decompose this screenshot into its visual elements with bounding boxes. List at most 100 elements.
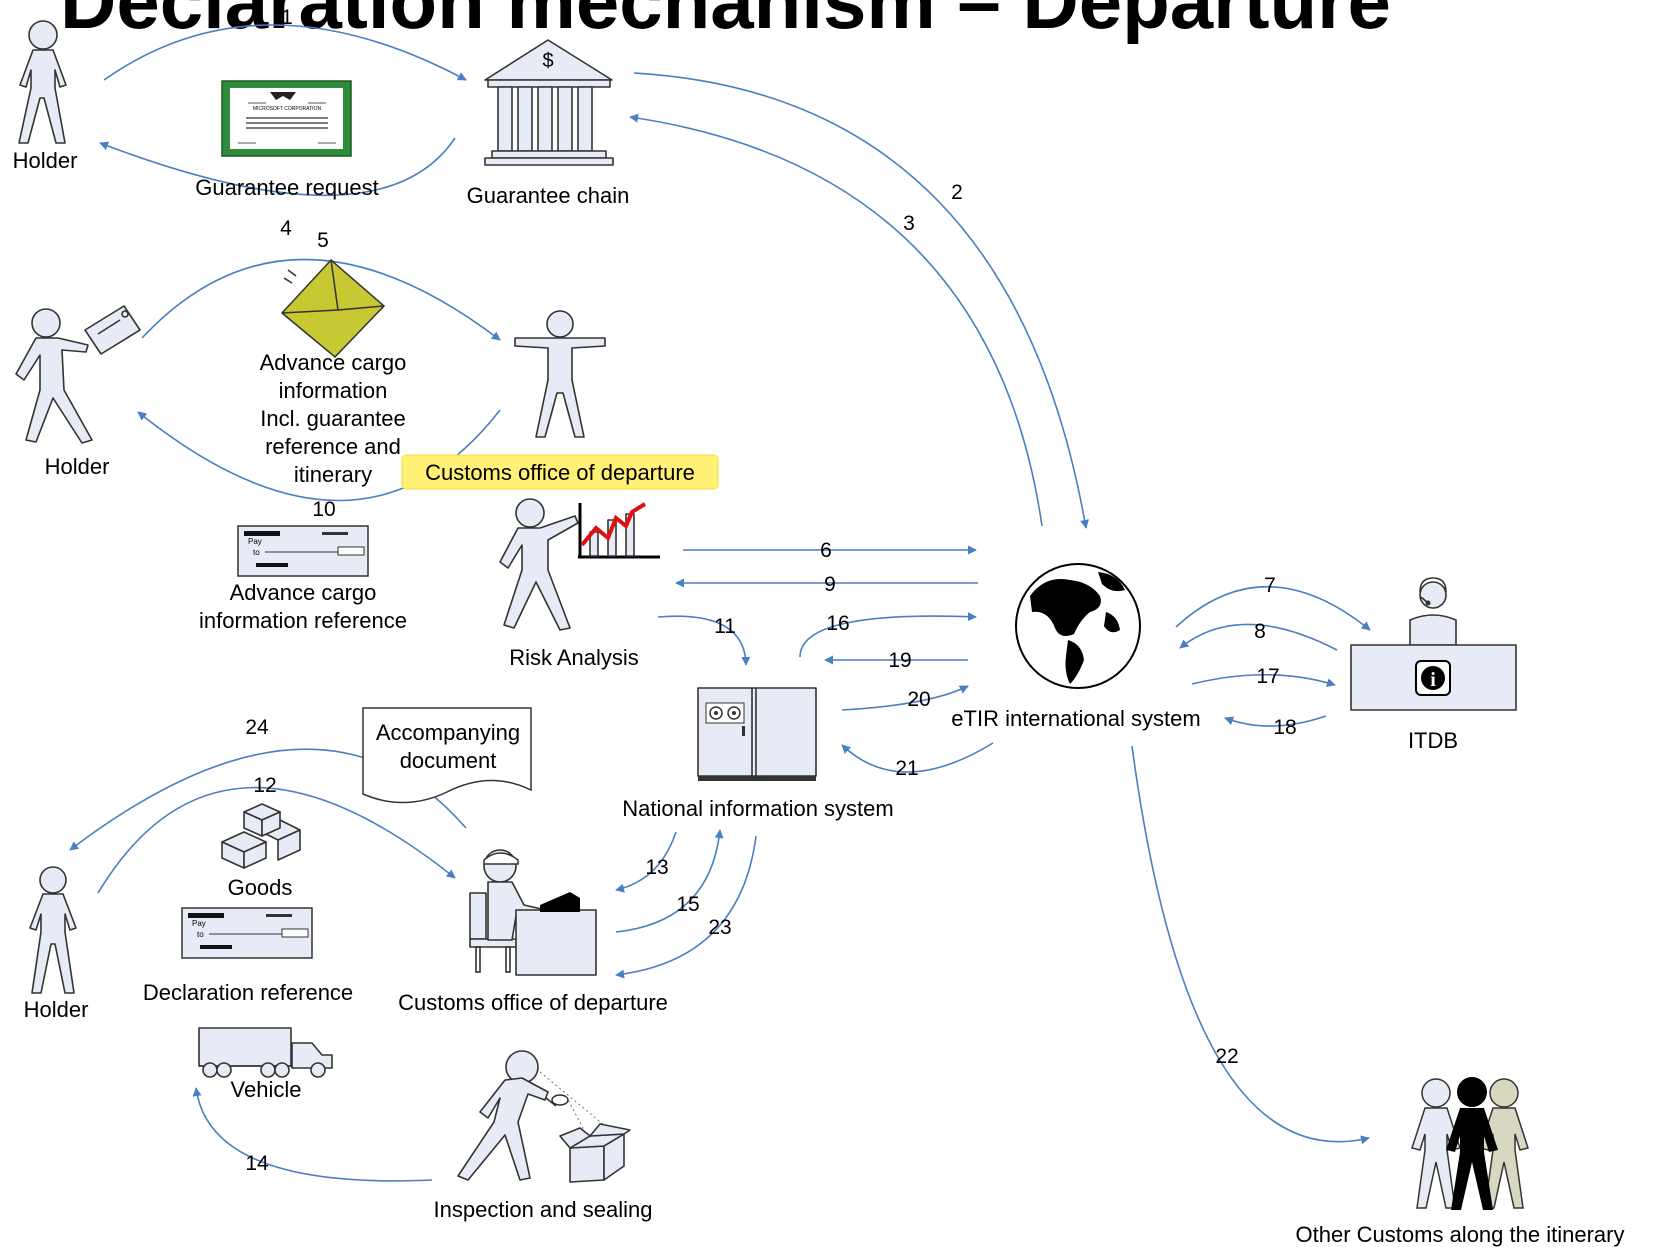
accompanying-line-2: document — [400, 748, 497, 773]
arrow-20 — [841, 685, 969, 711]
accompanying-document-icon — [362, 707, 532, 804]
national-system-label: National information system — [622, 796, 893, 821]
step-16-label: 16 — [826, 612, 849, 635]
itdb-desk-icon: i — [1350, 577, 1517, 711]
arrow-8 — [1179, 623, 1338, 651]
customs-officer-icon — [514, 310, 606, 438]
step-2-label: 2 — [951, 181, 963, 204]
cheque-to-2: to — [197, 930, 204, 939]
arrow-11 — [657, 615, 751, 666]
arrow-7 — [1175, 585, 1371, 631]
arrow-2 — [633, 72, 1090, 529]
declaration-cheque-icon: Pay to — [181, 907, 313, 959]
customs-desk-officer-icon — [469, 849, 597, 976]
step-11-label: 11 — [714, 615, 736, 638]
guarantee-chain-label: Guarantee chain — [467, 183, 630, 208]
advance-cargo-line-2: information — [279, 378, 388, 403]
holder-person-icon — [18, 20, 67, 144]
advance-cargo-line-4: reference and — [265, 434, 401, 459]
declaration-ref-label: Declaration reference — [143, 980, 353, 1005]
step-15-label: 15 — [676, 893, 699, 916]
step-10-label: 10 — [312, 498, 335, 521]
holder-label-3: Holder — [24, 997, 89, 1022]
advance-ref-line-2: information reference — [199, 608, 407, 633]
step-20-label: 20 — [907, 688, 930, 711]
server-icon — [697, 687, 817, 781]
advance-cargo-line-5: itinerary — [294, 462, 372, 487]
customs-departure-highlight-label: Customs office of departure — [425, 460, 695, 485]
envelope-icon — [280, 258, 386, 359]
arrow-16 — [799, 612, 977, 658]
step-1-label: 1 — [281, 6, 293, 29]
step-numbers: 1 2 3 4 5 6 7 8 9 10 11 12 13 14 15 16 1… — [245, 6, 1296, 1175]
etir-label: eTIR international system — [951, 706, 1200, 731]
vehicle-label: Vehicle — [231, 1077, 302, 1102]
step-3-label: 3 — [903, 212, 915, 235]
arrow-5 — [141, 258, 501, 341]
advance-cargo-text: Advance cargo information Incl. guarante… — [260, 350, 407, 487]
certificate-org: MICROSOFT CORPORATION — [253, 106, 322, 112]
step-12-label: 12 — [253, 774, 276, 797]
arrow-4 — [99, 137, 456, 197]
step-24-label: 24 — [245, 716, 269, 739]
bank-dollar: $ — [542, 50, 553, 72]
cheque-to-1: to — [253, 548, 260, 557]
holder-walking-icon — [15, 305, 141, 444]
step-13-label: 13 — [645, 856, 668, 879]
inspection-icon — [457, 1050, 631, 1183]
risk-analysis-label: Risk Analysis — [509, 645, 639, 670]
step-19-label: 19 — [888, 649, 911, 672]
step-4-label: 4 — [280, 217, 292, 240]
arrow-1 — [103, 24, 467, 81]
cheque-pay-1: Pay — [248, 537, 262, 546]
globe-icon — [1015, 563, 1141, 689]
goods-label: Goods — [228, 875, 293, 900]
arrow-10 — [137, 409, 501, 502]
accompanying-line-1: Accompanying — [376, 720, 520, 745]
arrow-3 — [629, 113, 1043, 527]
step-6-label: 6 — [820, 539, 832, 562]
step-22-label: 22 — [1215, 1045, 1238, 1068]
customs-office-label: Customs office of departure — [398, 990, 668, 1015]
holder-label-1: Holder — [13, 148, 78, 173]
step-23-label: 23 — [708, 916, 731, 939]
arrow-22 — [1131, 745, 1370, 1145]
guarantee-request-label: Guarantee request — [195, 175, 378, 200]
guarantee-certificate-icon: MICROSOFT CORPORATION — [221, 80, 352, 157]
advance-cargo-line-1: Advance cargo — [260, 350, 407, 375]
arrow-12 — [97, 786, 456, 894]
arrow-13 — [615, 831, 677, 893]
advance-ref-line-1: Advance cargo — [230, 580, 377, 605]
step-5-label: 5 — [317, 229, 329, 252]
inspection-label: Inspection and sealing — [434, 1197, 653, 1222]
step-17-label: 17 — [1256, 665, 1279, 688]
diagram-title: Declaration mechanism – Departure — [60, 0, 1391, 45]
holder-person-icon-3 — [29, 866, 77, 994]
bank-icon: $ — [484, 39, 614, 166]
cheque-pay-2: Pay — [192, 919, 206, 928]
arrow-18 — [1224, 715, 1327, 727]
arrow-17 — [1191, 673, 1336, 687]
goods-boxes-icon — [221, 803, 301, 869]
step-21-label: 21 — [895, 757, 918, 780]
step-9-label: 9 — [824, 573, 836, 596]
truck-icon — [198, 1027, 333, 1078]
arrow-15 — [615, 829, 724, 933]
arrow-23 — [615, 835, 757, 979]
advance-cargo-line-3: Incl. guarantee — [260, 406, 406, 431]
other-customs-label: Other Customs along the itinerary — [1296, 1222, 1625, 1247]
itdb-label: ITDB — [1408, 728, 1458, 753]
step-7-label: 7 — [1264, 574, 1276, 597]
arrow-14 — [192, 1087, 433, 1182]
flow-arrows — [69, 24, 1371, 1182]
step-14-label: 14 — [245, 1152, 269, 1175]
step-8-label: 8 — [1254, 620, 1266, 643]
other-customs-group-icon — [1411, 1077, 1529, 1210]
customs-highlight-box — [401, 454, 719, 490]
step-18-label: 18 — [1273, 716, 1296, 739]
holder-label-2: Holder — [45, 454, 110, 479]
risk-analysis-icon — [499, 498, 660, 631]
arrow-21 — [841, 742, 994, 773]
cheque-icon: Pay to — [237, 525, 369, 577]
